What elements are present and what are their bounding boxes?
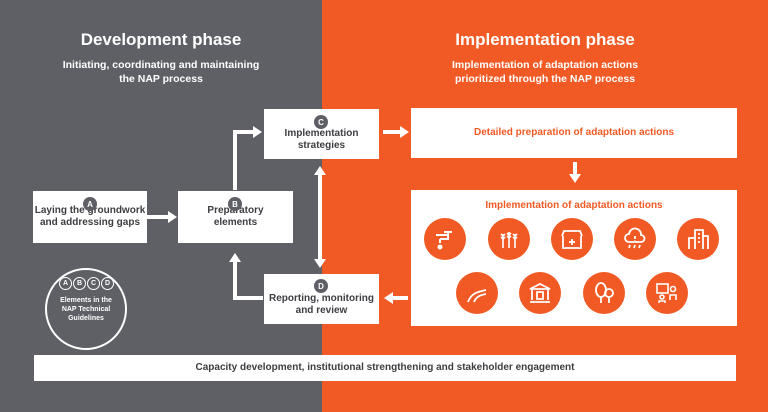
arrow-d-to-b [233, 260, 263, 300]
box-groundwork: Laying the groundwork and addressing gap… [33, 191, 147, 243]
box-implementation-actions-label: Implementation of adaptation actions [485, 200, 663, 211]
legend-letter-d: D [101, 277, 114, 290]
badge-d: D [314, 279, 328, 293]
city-buildings-icon [677, 218, 719, 260]
bank-icon [519, 272, 561, 314]
box-reporting-label: Reporting, monitoring and review [269, 293, 374, 316]
arrow-b-to-c [233, 130, 255, 190]
health-clinic-icon [551, 218, 593, 260]
box-capacity-development: Capacity development, institutional stre… [34, 355, 736, 381]
box-groundwork-label: Laying the groundwork and addressing gap… [34, 205, 146, 228]
legend-circle [45, 268, 127, 350]
legend-text: Elements in the NAP Technical Guidelines [60, 297, 112, 322]
development-phase-title: Development phase [80, 30, 242, 49]
box-implementation-strategies-label: Implementation strategies [284, 128, 359, 151]
badge-a: A [83, 197, 97, 211]
implementation-phase-subtitle: Implementation of adaptation actions pri… [451, 59, 639, 85]
development-phase-subtitle: Initiating, coordinating and maintaining… [62, 59, 260, 85]
road-icon [456, 272, 498, 314]
wheat-icon [488, 218, 530, 260]
legend-letters: A B C D [59, 277, 114, 290]
training-presentation-icon [646, 272, 688, 314]
implementation-phase-title: Implementation phase [455, 30, 635, 49]
box-capacity-development-label: Capacity development, institutional stre… [195, 362, 575, 373]
badge-c: C [314, 115, 328, 129]
weather-info-icon [614, 218, 656, 260]
water-tap-icon [424, 218, 466, 260]
legend-letter-c: C [87, 277, 100, 290]
forest-icon [583, 272, 625, 314]
box-detailed-preparation-label: Detailed preparation of adaptation actio… [473, 127, 675, 138]
box-detailed-preparation: Detailed preparation of adaptation actio… [411, 108, 737, 158]
legend-letter-b: B [73, 277, 86, 290]
badge-b: B [228, 197, 242, 211]
legend-letter-a: A [59, 277, 72, 290]
